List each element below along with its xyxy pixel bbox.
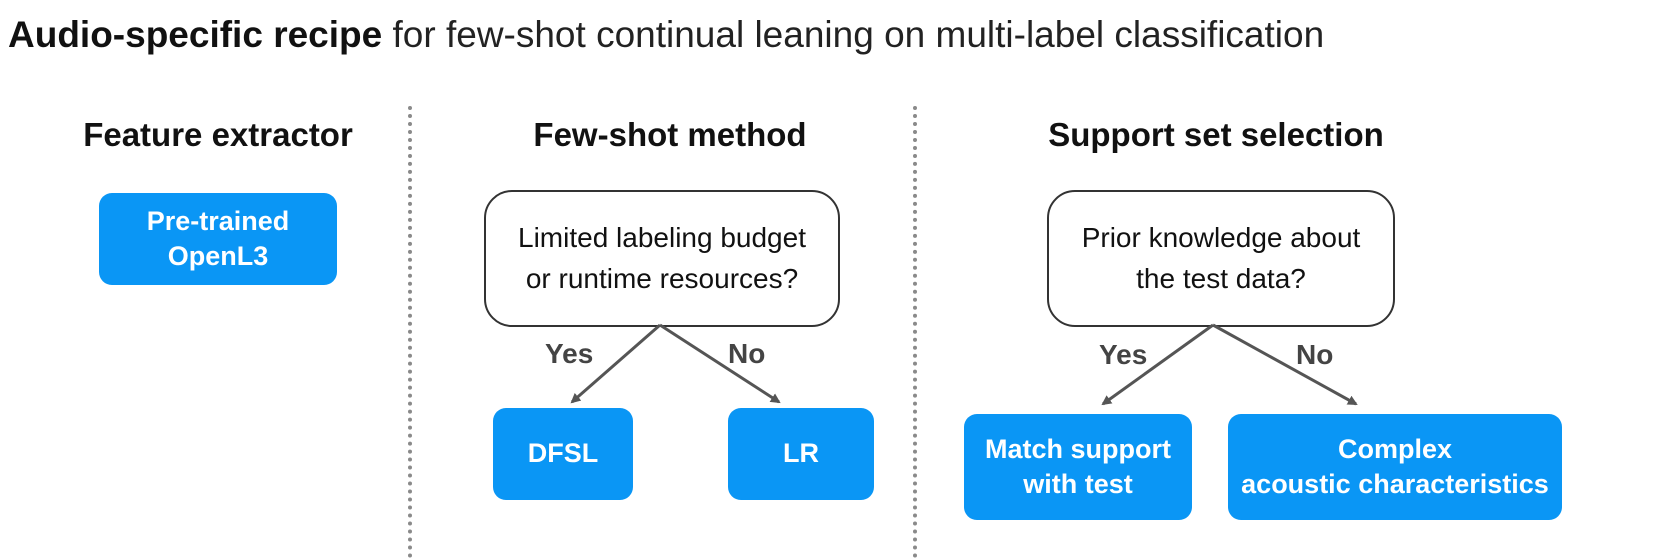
support-no-arrow: [1212, 323, 1358, 406]
column-divider-right: [913, 106, 917, 558]
feature-extractor-heading: Feature extractor: [83, 116, 353, 153]
complex-acoustic-line1: Complex: [1337, 433, 1452, 464]
title-bold: Audio-specific recipe: [8, 14, 383, 55]
support-yes-arrow: [1101, 323, 1214, 406]
support-set-selection-heading: Support set selection: [1048, 116, 1384, 153]
fewshot-no-label: No: [728, 338, 766, 369]
title-rest: for few-shot continual leaning on multi-…: [382, 14, 1325, 55]
pretrained-openl3-line1: Pre-trained: [146, 205, 290, 236]
budget-question-box: Limited labeling budget or runtime resou…: [484, 190, 840, 327]
fewshot-yes-arrow: [570, 323, 661, 404]
budget-question-line1: Limited labeling budget: [518, 221, 806, 253]
fewshot-yes-label: Yes: [545, 338, 594, 369]
match-support-line1: Match support: [985, 433, 1171, 464]
budget-question-line2: or runtime resources?: [525, 262, 799, 294]
lr-label: LR: [783, 438, 819, 469]
dfsl-label: DFSL: [527, 438, 599, 469]
complex-acoustic-line2: acoustic characteristics: [1241, 469, 1549, 499]
lr-box: LR: [728, 408, 874, 500]
match-support-line2: with test: [1023, 469, 1133, 499]
prior-knowledge-question-box: Prior knowledge about the test data?: [1047, 190, 1395, 327]
pretrained-openl3-line2: OpenL3: [167, 241, 269, 271]
page-title: Audio-specific recipe for few-shot conti…: [8, 14, 1324, 56]
complex-acoustic-box: Complex acoustic characteristics: [1228, 414, 1562, 520]
support-yes-label: Yes: [1099, 339, 1148, 370]
pretrained-openl3-box: Pre-trained OpenL3: [99, 193, 337, 285]
match-support-box: Match support with test: [964, 414, 1192, 520]
support-no-label: No: [1296, 339, 1334, 370]
few-shot-method-heading: Few-shot method: [533, 116, 807, 153]
dfsl-box: DFSL: [493, 408, 633, 500]
fewshot-no-arrow: [659, 323, 781, 404]
column-divider-left: [408, 106, 412, 558]
prior-knowledge-line2: the test data?: [1136, 262, 1306, 294]
prior-knowledge-line1: Prior knowledge about: [1081, 221, 1361, 253]
